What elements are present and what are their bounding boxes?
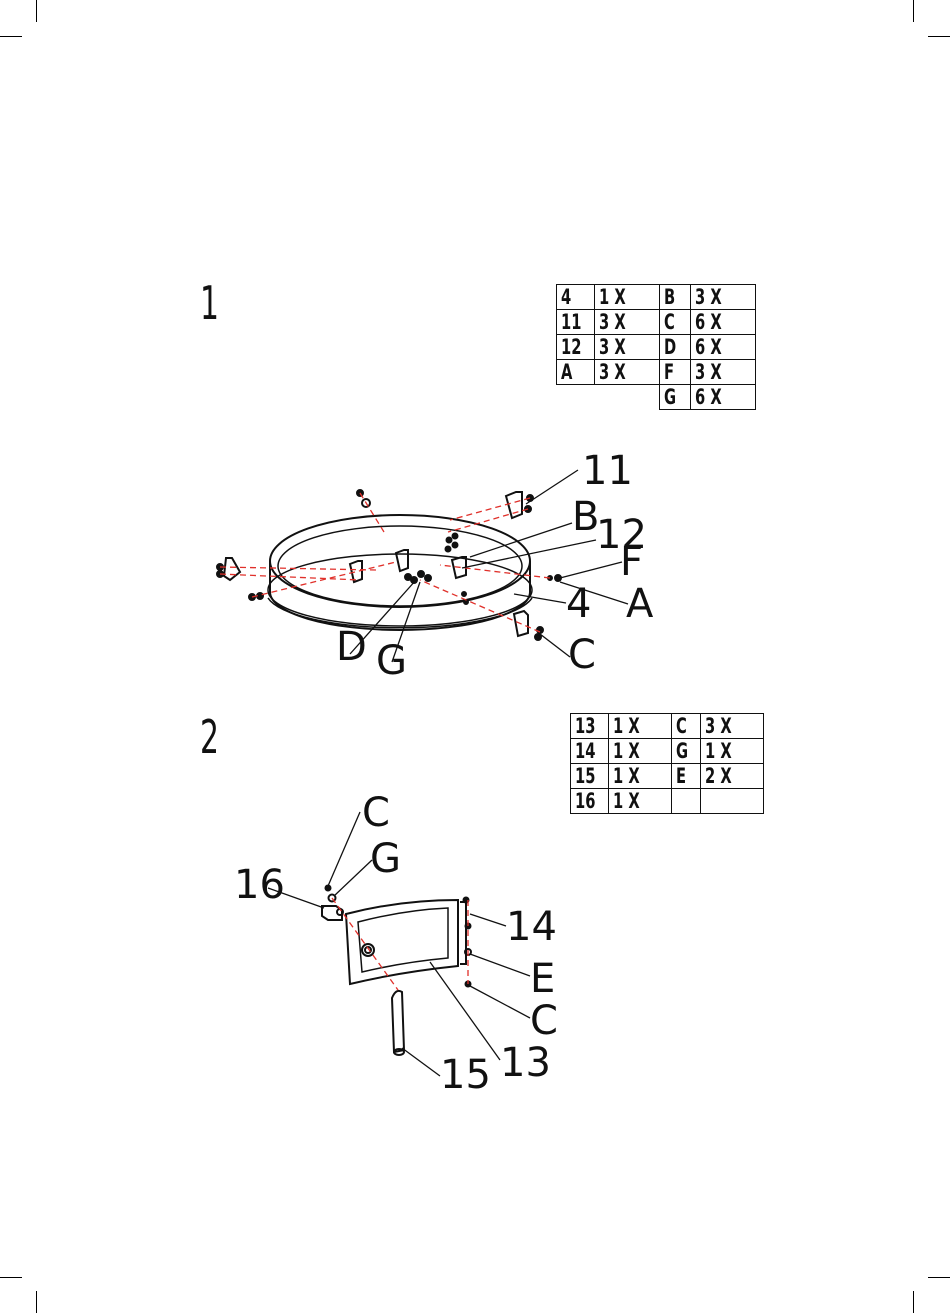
callout-label: C [362, 790, 390, 836]
ring-bottom-lip [268, 554, 532, 626]
bracket [396, 550, 408, 571]
callout-label: 15 [440, 1052, 491, 1098]
handle-15 [392, 991, 404, 1052]
callout-label: 14 [506, 904, 557, 950]
step-1-ring-assembly [217, 490, 561, 640]
callout-label: E [530, 956, 555, 1002]
callout-label: A [626, 581, 654, 627]
callout-label: G [370, 836, 401, 882]
step-2-door-assembly [322, 886, 471, 1056]
bracket [224, 558, 240, 580]
callout-label: C [530, 998, 558, 1044]
callout-label: 4 [566, 581, 591, 627]
callout-label: 11 [582, 448, 633, 494]
callout-label: 13 [500, 1040, 551, 1086]
bracket [350, 561, 362, 582]
callout-label: F [620, 539, 643, 585]
callout-label: 16 [234, 862, 285, 908]
callout-label: D [336, 624, 367, 670]
callout-label: G [376, 638, 407, 684]
ring-inner-rim [278, 526, 522, 606]
callout-label: C [568, 632, 596, 678]
